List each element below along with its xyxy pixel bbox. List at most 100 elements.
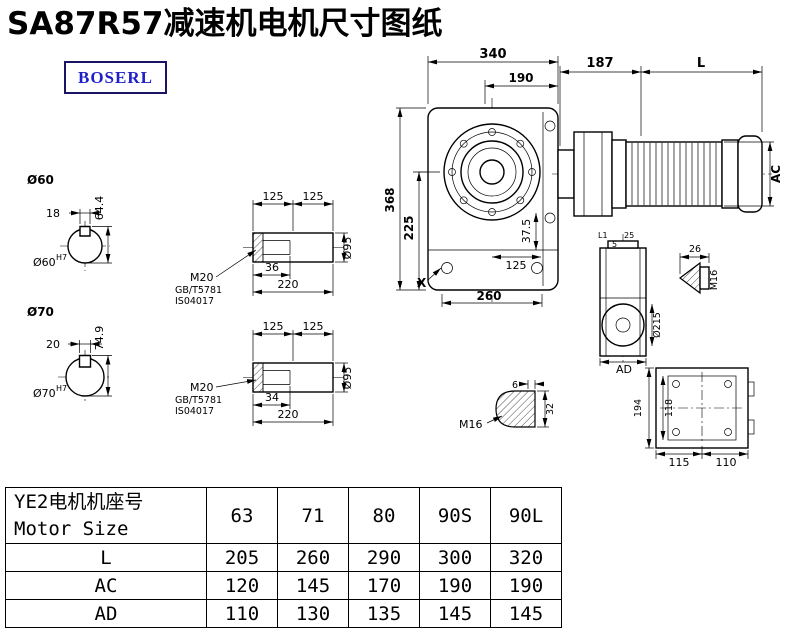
value-AC-90S: 190 (419, 571, 491, 600)
dim-adapter-length: 187 (586, 56, 613, 71)
value-AD-80: 135 (348, 599, 420, 628)
dim-span-b: 125 (303, 320, 324, 333)
dim-base-width: 260 (476, 289, 501, 303)
row-label-L: L (5, 543, 207, 572)
dim-back-inner: 118 (664, 399, 675, 417)
round-plug-detail: 6 32 M16 (459, 380, 556, 431)
dim-gearbox-height: 368 (383, 187, 397, 212)
value-AD-90S: 145 (419, 599, 491, 628)
motor-dimension-table: YE2电机机座号 Motor Size 63 71 80 90S 90L L 2… (5, 487, 562, 628)
gearbox-back-view: 194 118 115 110 (633, 367, 755, 469)
dim-ad: AD (616, 363, 632, 376)
value-AD-71: 130 (277, 599, 349, 628)
value-AD-63: 110 (206, 599, 278, 628)
brand-logo: BOSERL (64, 61, 167, 94)
thread-label: M20 (190, 271, 214, 284)
dim-flange-width: 190 (508, 71, 533, 85)
dim-motor-ac: AC (769, 165, 783, 183)
dim-span-b: 125 (303, 190, 324, 203)
value-AC-90L: 190 (490, 571, 562, 600)
dim-cover-dia: Ø215 (652, 312, 663, 338)
motor-endcap (721, 139, 739, 209)
row-label-AC: AC (5, 571, 207, 600)
foot-hole-right (531, 262, 543, 274)
dim-shaft60-tolerance: H7 (56, 253, 67, 262)
dim-shaft70-height: 74.9 (93, 326, 106, 351)
dim-6: 6 (512, 380, 518, 391)
brand-logo-text: BOSERL (78, 67, 153, 87)
output-bore-circle (479, 159, 505, 185)
side-cover-circle (601, 303, 645, 347)
gearbox-front-view: 340 190 368 225 37.5 125 260 X (383, 47, 568, 307)
shaft70-keyway (78, 354, 92, 368)
value-AD-90L: 145 (490, 599, 562, 628)
motor-side-view: 187 L AC (552, 56, 783, 217)
standard-iso: IS04017 (175, 406, 214, 417)
foot-hole-left (441, 262, 453, 274)
value-AC-63: 120 (206, 571, 278, 600)
motor-size-71: 71 (277, 487, 349, 544)
value-AC-80: 170 (348, 571, 420, 600)
dim-foot-offset: 125 (506, 259, 527, 272)
value-L-90S: 300 (419, 543, 491, 572)
motor-flange (611, 139, 627, 209)
value-L-90L: 320 (490, 543, 562, 572)
shaft-body (252, 232, 334, 263)
value-L-63: 205 (206, 543, 278, 572)
dim-shaft70-key-width: 20 (46, 338, 60, 351)
dim-motor-length: L (697, 56, 705, 71)
motor-size-80: 80 (348, 487, 420, 544)
adapter-bell (573, 131, 613, 217)
dim-key-length: 34 (265, 391, 279, 404)
dim-26: 26 (689, 244, 701, 255)
thread-label: M20 (190, 381, 214, 394)
plug-shape (495, 390, 536, 428)
output-shaft-bottom-detail: 125 125 M20 GB/T5781 IS04017 34 220 Ø95 (175, 320, 354, 426)
standard-iso: IS04017 (175, 296, 214, 307)
dim-total-length: 220 (278, 408, 299, 421)
dim-32: 32 (545, 403, 556, 415)
flange-outer-circle (443, 123, 541, 221)
dim-gearbox-width: 340 (479, 47, 506, 62)
table-row-AD: AD 110 130 135 145 145 (5, 599, 562, 628)
dim-shaft-dia: Ø95 (341, 237, 354, 260)
x-mark-label: X (417, 276, 427, 290)
dim-shaft60-height: 64.4 (93, 196, 106, 221)
dim-shaft-dia: Ø95 (341, 367, 354, 390)
standard-gb: GB/T5781 (175, 395, 222, 406)
table-row-AC: AC 120 145 170 190 190 (5, 571, 562, 600)
shaft-body (252, 362, 334, 393)
page-title: SA87R57减速机电机尺寸图纸 (7, 6, 443, 42)
dim-5: 5 (612, 240, 617, 249)
row-label-AD: AD (5, 599, 207, 628)
dim-shaft70-diameter: Ø70 (27, 305, 54, 319)
dim-back-height: 194 (633, 399, 644, 417)
dim-span-a: 125 (263, 190, 284, 203)
shaft60-keyway (79, 225, 91, 237)
value-L-80: 290 (348, 543, 420, 572)
motor-size-header-cell: YE2电机机座号 Motor Size (5, 487, 207, 544)
dim-shaft60-bore: Ø60 (33, 256, 56, 269)
plug-thread-label: M16 (459, 418, 483, 431)
motor-size-63: 63 (206, 487, 278, 544)
dim-l1: L1 (598, 231, 608, 240)
dim-key-length: 36 (265, 261, 279, 274)
motor-size-label-en: Motor Size (14, 517, 129, 540)
shaft-section-70: 20 74.9 Ø70 Ø70 H7 (27, 305, 112, 404)
output-shaft-top-detail: 125 125 M20 GB/T5781 IS04017 36 220 Ø95 (175, 190, 354, 307)
cooling-fins (631, 143, 717, 205)
value-L-71: 260 (277, 543, 349, 572)
dim-span-a: 125 (263, 320, 284, 333)
table-header-row: YE2电机机座号 Motor Size 63 71 80 90S 90L (5, 487, 562, 544)
dim-back-b1: 115 (669, 456, 690, 469)
cone-shape (679, 261, 701, 295)
dim-center-height: 225 (402, 215, 416, 240)
standard-gb: GB/T5781 (175, 285, 222, 296)
table-row-L: L 205 260 290 300 320 (5, 543, 562, 572)
side-body (599, 247, 647, 357)
shaft-section-60: 18 64.4 Ø60 Ø60 H7 (27, 173, 112, 271)
motor-size-label-cn: YE2电机机座号 (14, 490, 144, 513)
value-AC-71: 145 (277, 571, 349, 600)
coupling-neck (557, 149, 575, 199)
